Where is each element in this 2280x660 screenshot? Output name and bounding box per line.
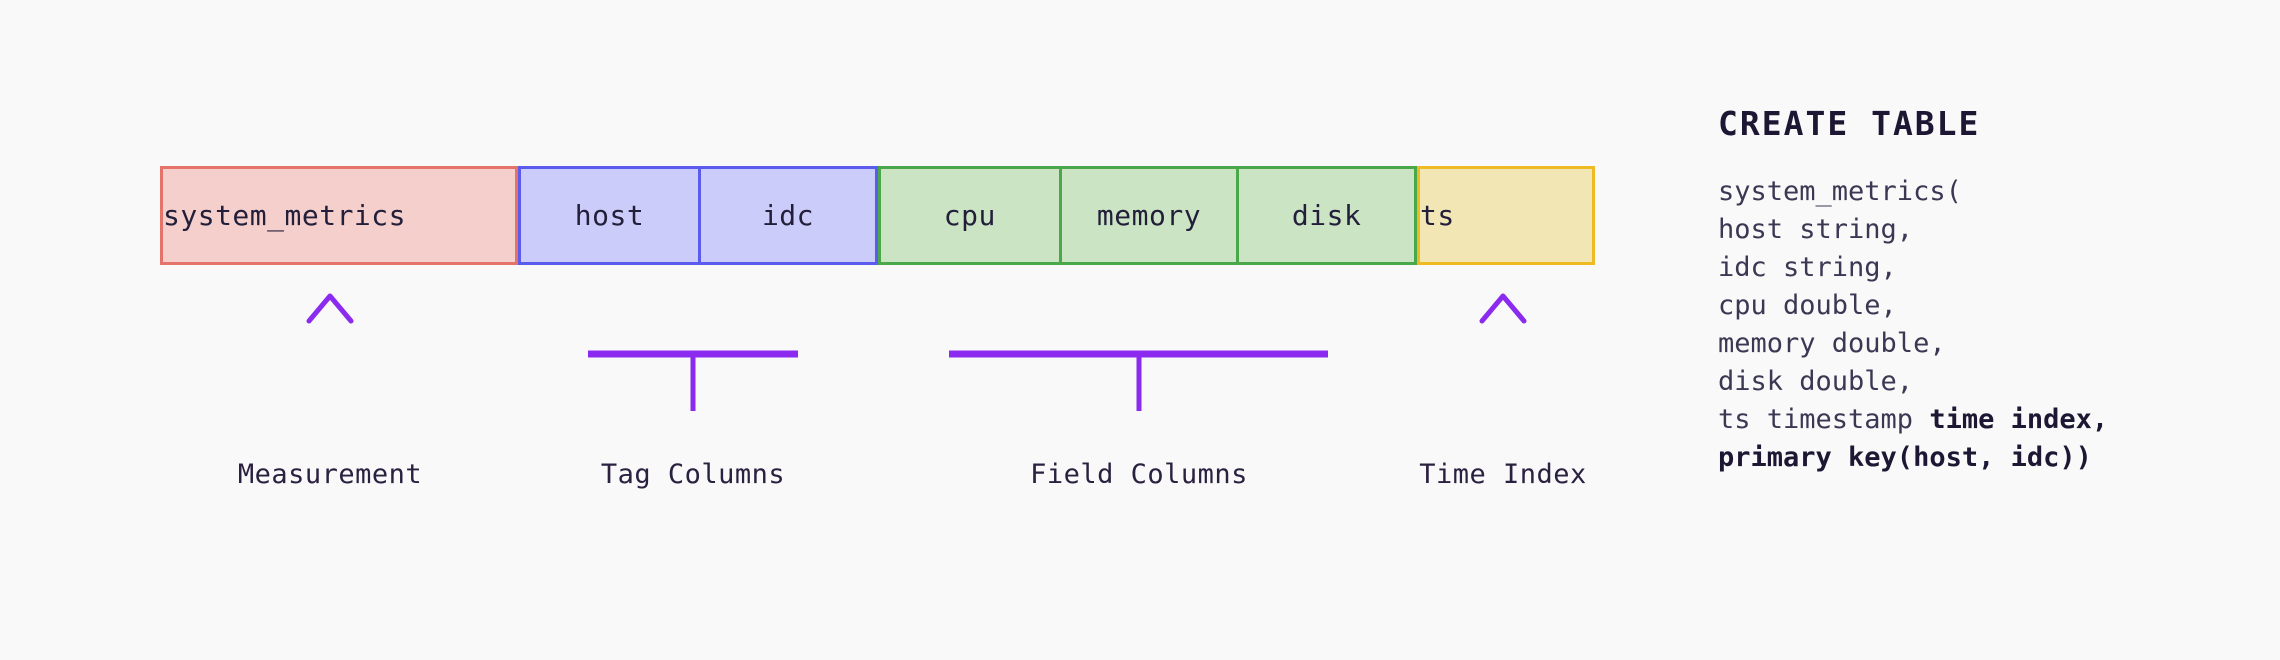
connector-bracket-field-columns xyxy=(949,296,1328,411)
connector-bracket-tag-columns xyxy=(588,296,798,411)
sql-text: idc string, xyxy=(1718,252,1897,283)
label-time-index: Time Index xyxy=(1419,459,1587,490)
label-measurement: Measurement xyxy=(237,459,423,490)
connector-arrow-time-index xyxy=(1479,293,1527,420)
column-cell-ts[interactable]: ts xyxy=(1420,199,1455,232)
sql-line: memory double, xyxy=(1718,325,2238,363)
group-time-index: ts xyxy=(1417,166,1595,265)
sql-line: idc string, xyxy=(1718,249,2238,287)
connector-arrow-measurement xyxy=(306,293,354,420)
label-tag-columns: Tag Columns xyxy=(600,459,786,490)
sql-statement: system_metrics(host string, idc string, cp… xyxy=(1718,173,2238,477)
column-cell-host[interactable]: host xyxy=(574,199,645,232)
sql-title: CREATE TABLE xyxy=(1718,104,1981,143)
column-cell-system-metrics[interactable]: system_metrics xyxy=(163,199,407,232)
sql-line: disk double, xyxy=(1718,363,2238,401)
sql-keyword: time index, xyxy=(1929,404,2109,435)
sql-line: primary key(host, idc)) xyxy=(1718,439,2238,477)
column-cell-disk[interactable]: disk xyxy=(1236,169,1414,262)
sql-line: host string, xyxy=(1718,211,2238,249)
column-cell-cpu[interactable]: cpu xyxy=(943,199,996,232)
sql-text: system_metrics( xyxy=(1718,176,1962,207)
sql-text: cpu double, xyxy=(1718,290,1897,321)
sql-text: ts timestamp xyxy=(1718,404,1930,435)
sql-line: ts timestamp time index, xyxy=(1718,401,2238,439)
column-cell-memory[interactable]: memory xyxy=(1058,169,1237,262)
sql-text: disk double, xyxy=(1718,366,1914,397)
group-tag-columns: host idc xyxy=(518,166,878,265)
sql-text: memory double, xyxy=(1718,328,1946,359)
sql-keyword: primary key(host, idc)) xyxy=(1718,442,2092,473)
schema-bar: system_metrics host idc cpu memory disk … xyxy=(160,166,1595,265)
sql-line: cpu double, xyxy=(1718,287,2238,325)
group-measurement: system_metrics xyxy=(160,166,518,265)
column-cell-idc[interactable]: idc xyxy=(698,169,875,262)
sql-panel: CREATE TABLE system_metrics(host string,… xyxy=(1718,104,2238,477)
label-field-columns: Field Columns xyxy=(1030,459,1248,490)
sql-text: host string, xyxy=(1718,214,1914,245)
sql-line: system_metrics( xyxy=(1718,173,2238,211)
group-field-columns: cpu memory disk xyxy=(878,166,1417,265)
